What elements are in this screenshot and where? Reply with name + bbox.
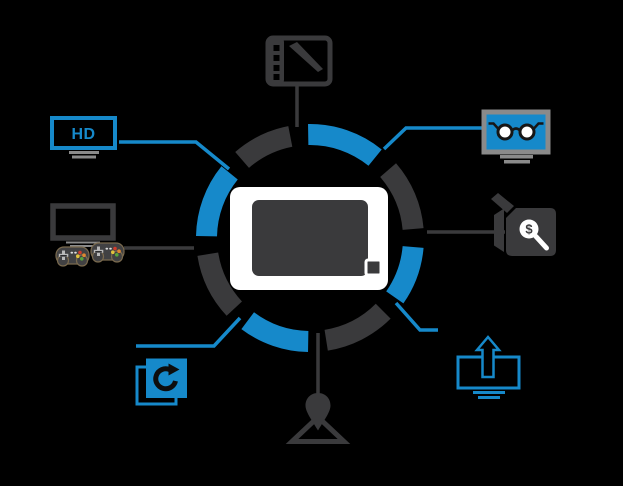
glasses-left-lens-icon	[496, 123, 514, 141]
gamepad-left-icon	[55, 246, 90, 267]
ring-arc-blue	[241, 312, 309, 352]
connector-top-left	[119, 140, 231, 171]
magnifier-lens-icon	[519, 219, 539, 239]
ring-arc-dark	[324, 303, 391, 351]
connector-bottom-left	[136, 316, 242, 348]
connector-top-right	[382, 126, 483, 151]
search-box-icon: $	[491, 193, 556, 256]
glasses-right-lens-icon	[518, 123, 536, 141]
connector-bottom-right	[394, 301, 438, 332]
connectors	[119, 84, 505, 396]
ring-arc-dark	[197, 252, 243, 316]
person-shoulders-icon	[285, 413, 351, 444]
ring-arc-dark	[379, 163, 424, 231]
ring-arc-blue	[386, 245, 424, 304]
hd-tv-icon: HD	[50, 116, 117, 159]
screen-upload-icon	[456, 335, 521, 399]
center-card	[230, 187, 388, 290]
magnifier-glyph: $	[525, 222, 533, 237]
ring-arc-blue	[308, 124, 382, 166]
gamepad-right-icon	[90, 242, 125, 263]
remote-icon	[364, 258, 383, 277]
person-icon	[285, 393, 351, 444]
ring-arc-blue	[196, 166, 238, 237]
hd-label: HD	[71, 126, 95, 143]
refresh-arrow-icon	[153, 366, 178, 392]
upload-arrow-icon	[474, 335, 502, 379]
refresh-square-icon	[135, 358, 187, 406]
segmented-ring	[196, 124, 424, 352]
smart-glasses-tv-icon	[481, 109, 551, 164]
magnifier-handle-icon	[533, 234, 549, 251]
person-head-icon	[305, 393, 331, 431]
ring-arc-dark	[235, 126, 293, 169]
tv-game-controllers-icon	[50, 203, 125, 267]
tv-screen-icon	[252, 200, 368, 276]
film-strip-icon	[265, 35, 333, 87]
